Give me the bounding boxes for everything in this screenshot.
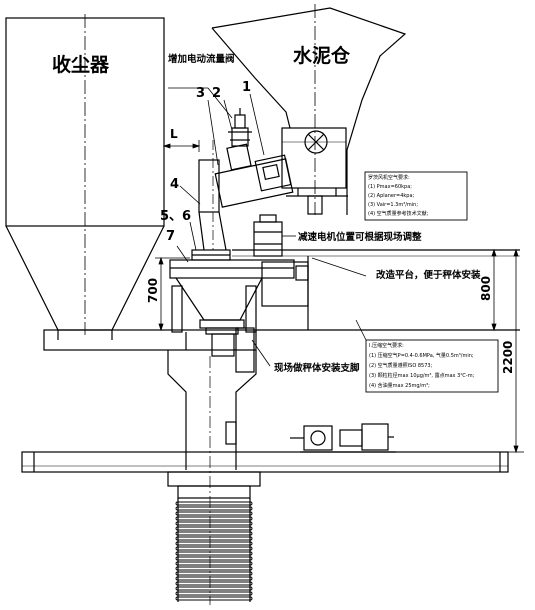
part-number-7: 7 bbox=[166, 229, 175, 244]
dim-L bbox=[162, 140, 201, 152]
cement-silo-body bbox=[211, 4, 407, 215]
bellows-ring bbox=[175, 576, 253, 581]
spec2-title: I.压缩空气要求: bbox=[369, 342, 404, 349]
spec1-line-2: (2) Aplaner=4kpa; bbox=[368, 193, 415, 199]
bellows-ring bbox=[175, 566, 253, 571]
bellows-ring bbox=[175, 521, 253, 526]
platform-slab bbox=[43, 327, 257, 373]
dim-800-label: 800 bbox=[479, 276, 493, 301]
callout-added-valve: 增加电动流量阀 bbox=[168, 53, 235, 65]
bellows-ring bbox=[175, 546, 253, 551]
spec-box-2-frame bbox=[365, 339, 499, 393]
bellows-ring bbox=[175, 556, 253, 561]
bellows-ring bbox=[175, 536, 253, 541]
upper-platform-line bbox=[232, 249, 520, 331]
spec1-line-3: (3) Vair=1.3m³/min; bbox=[368, 202, 418, 208]
spec1-line-1: (1) Pmax=60kpa; bbox=[368, 184, 412, 190]
scale-hopper bbox=[169, 259, 309, 335]
dim-L-label: L bbox=[170, 127, 178, 141]
bellows-ring bbox=[175, 501, 253, 506]
chute-pipe bbox=[198, 140, 227, 251]
part-number-3: 3 bbox=[196, 86, 205, 101]
flex-connector bbox=[191, 249, 231, 261]
loading-bellows bbox=[167, 471, 261, 602]
bellows-ring bbox=[175, 581, 253, 586]
callout-reducer-motor: 减速电机位置可根据现场调整 bbox=[298, 231, 422, 243]
bellows-ring bbox=[175, 551, 253, 556]
lower-floor bbox=[21, 451, 509, 473]
spec2-line-3: (3) 颗粒粒径max 10μg/m³, 露点max 3℃-m; bbox=[369, 372, 475, 379]
electric-flow-valve bbox=[214, 108, 294, 208]
spec2-line-1: (1) 压缩空气P=0.4-0.6MPa, 气量0.5m³/min; bbox=[369, 352, 474, 359]
dim-800 bbox=[491, 248, 497, 332]
silo-outlet-valve bbox=[281, 127, 348, 215]
part-number-2: 2 bbox=[212, 86, 221, 101]
part-number-1: 1 bbox=[242, 80, 251, 95]
callout-modify-platform: 改造平台，便于秤体安装 bbox=[376, 269, 481, 281]
dim-700-label: 700 bbox=[146, 278, 160, 303]
spec2-line-4: (4) 含油量max 25mg/m³; bbox=[369, 382, 430, 389]
dim-2200 bbox=[508, 248, 524, 454]
bellows-ring bbox=[175, 531, 253, 536]
bellows-ring bbox=[175, 571, 253, 576]
dust-collector-title: 收尘器 bbox=[52, 53, 110, 76]
lower-bin bbox=[167, 350, 257, 605]
part-number-4: 4 bbox=[170, 177, 179, 192]
bellows-ring bbox=[175, 561, 253, 566]
bellows-ring bbox=[175, 506, 253, 511]
spec-box-1-frame bbox=[364, 171, 468, 221]
bellows-ring bbox=[175, 586, 253, 591]
spec1-line-4: (4) 空气质量参考技术文献; bbox=[368, 210, 429, 217]
bellows-ring bbox=[175, 511, 253, 516]
bellows-ring bbox=[175, 596, 253, 601]
dim-700 bbox=[155, 256, 190, 332]
part-number-5-6: 5、6 bbox=[160, 209, 191, 224]
spec2-line-2: (2) 空气质量遵照ISO 8573; bbox=[369, 362, 433, 369]
bellows-ring bbox=[175, 516, 253, 521]
bellows-ring bbox=[175, 526, 253, 531]
bellows-ring bbox=[175, 541, 253, 546]
spec1-title: 罗茨风机空气要求: bbox=[368, 174, 410, 181]
screw-conveyor-drive bbox=[290, 423, 396, 453]
bellows-ring bbox=[175, 591, 253, 596]
dim-2200-label: 2200 bbox=[501, 341, 515, 374]
callout-support: 现场做秤体安装支脚 bbox=[274, 362, 360, 374]
leader-lines bbox=[168, 87, 367, 367]
dust-collector-body bbox=[5, 14, 165, 340]
cement-silo-title: 水泥仓 bbox=[293, 44, 351, 67]
